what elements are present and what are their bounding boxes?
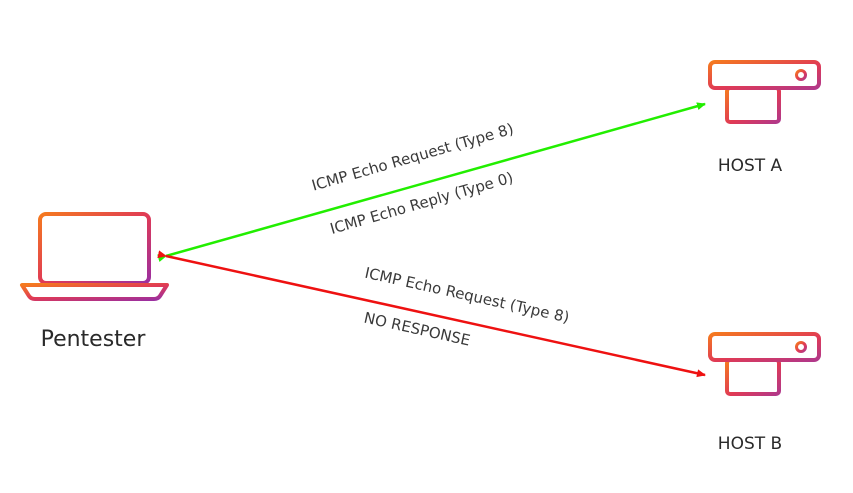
pentester-label: Pentester — [41, 327, 147, 352]
server-monitor-icon — [708, 60, 821, 137]
laptop-icon — [20, 212, 169, 301]
green-arrow-line — [157, 102, 706, 263]
red-arrow-line — [157, 250, 706, 378]
edge-to-host-a: ICMP Echo Request (Type 8) ICMP Echo Rep… — [157, 102, 706, 263]
host-a-label: HOST A — [718, 156, 783, 176]
edge-to-host-b: ICMP Echo Request (Type 8) NO RESPONSE — [157, 250, 706, 378]
server-monitor-icon — [708, 332, 821, 409]
edge-b-noresponse-label: NO RESPONSE — [362, 309, 472, 350]
host-b-label: HOST B — [718, 434, 782, 454]
